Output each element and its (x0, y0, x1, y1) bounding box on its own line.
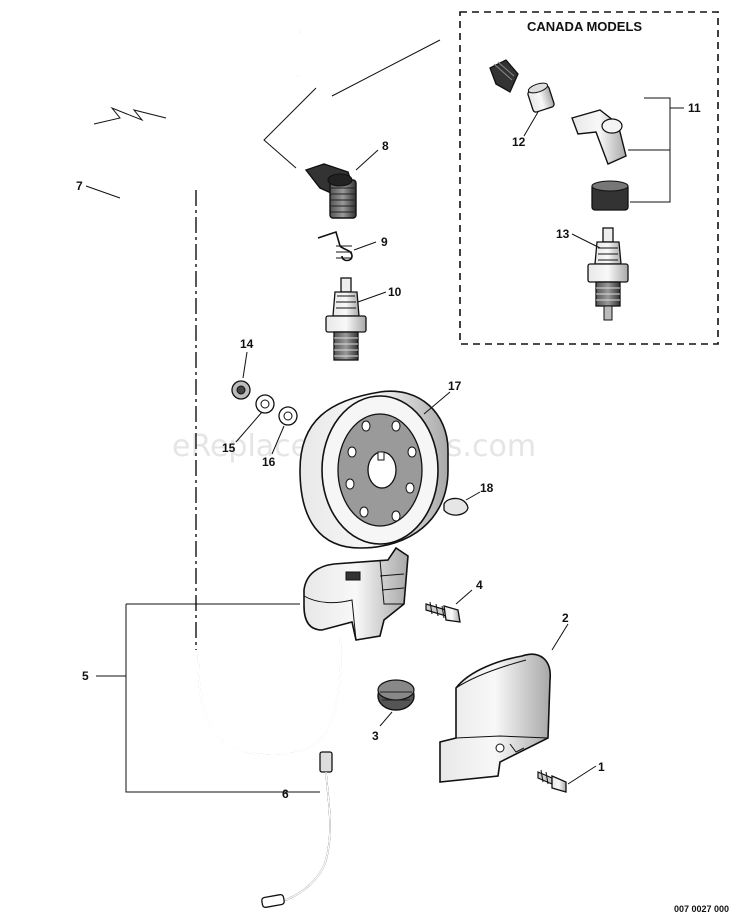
part-18-woodruff-key (443, 497, 469, 516)
part-14-nut (231, 380, 251, 400)
callout-5: 5 (82, 669, 89, 683)
callout-9: 9 (381, 235, 388, 249)
callout-3: 3 (372, 729, 379, 743)
callout-16: 16 (262, 455, 276, 469)
drawing-code: 007 0027 000 (674, 904, 729, 914)
part-6-ground-wire (261, 751, 333, 909)
callout-7: 7 (76, 179, 83, 193)
callout-17: 17 (448, 379, 462, 393)
part-8-spark-plug-boot (304, 163, 357, 219)
callout-2: 2 (562, 611, 569, 625)
callout-18: 18 (480, 481, 494, 495)
callout-10: 10 (388, 285, 402, 299)
part-2-cover (439, 653, 551, 783)
canada-models-title: CANADA MODELS (527, 19, 642, 34)
part-17-flywheel (299, 390, 449, 549)
callout-1: 1 (598, 760, 605, 774)
part-9-spring-clip (317, 230, 353, 262)
part-4-screw (425, 601, 461, 623)
callout-4: 4 (476, 578, 483, 592)
callout-13: 13 (556, 227, 570, 241)
canada-models-box (459, 11, 719, 345)
part-13-spark-plug (587, 227, 629, 321)
callout-14: 14 (240, 337, 254, 351)
part-5-ignition-module (197, 546, 409, 757)
part-7-ignition-wire (93, 16, 301, 650)
leader-lines (85, 107, 684, 793)
part-11-boot-kit (489, 59, 671, 211)
callout-8: 8 (382, 139, 389, 153)
callout-11: 11 (688, 101, 701, 115)
callout-12: 12 (512, 135, 526, 149)
part-16-washer (278, 406, 298, 426)
part-10-spark-plug (325, 277, 367, 361)
box-leader-line (263, 39, 441, 169)
part-15-washer (255, 394, 275, 414)
part-1-screw (537, 769, 567, 793)
callout-15: 15 (222, 441, 236, 455)
part-12-terminal-nut (527, 82, 555, 113)
callout-6: 6 (282, 787, 289, 801)
part-3-grommet (377, 679, 415, 711)
